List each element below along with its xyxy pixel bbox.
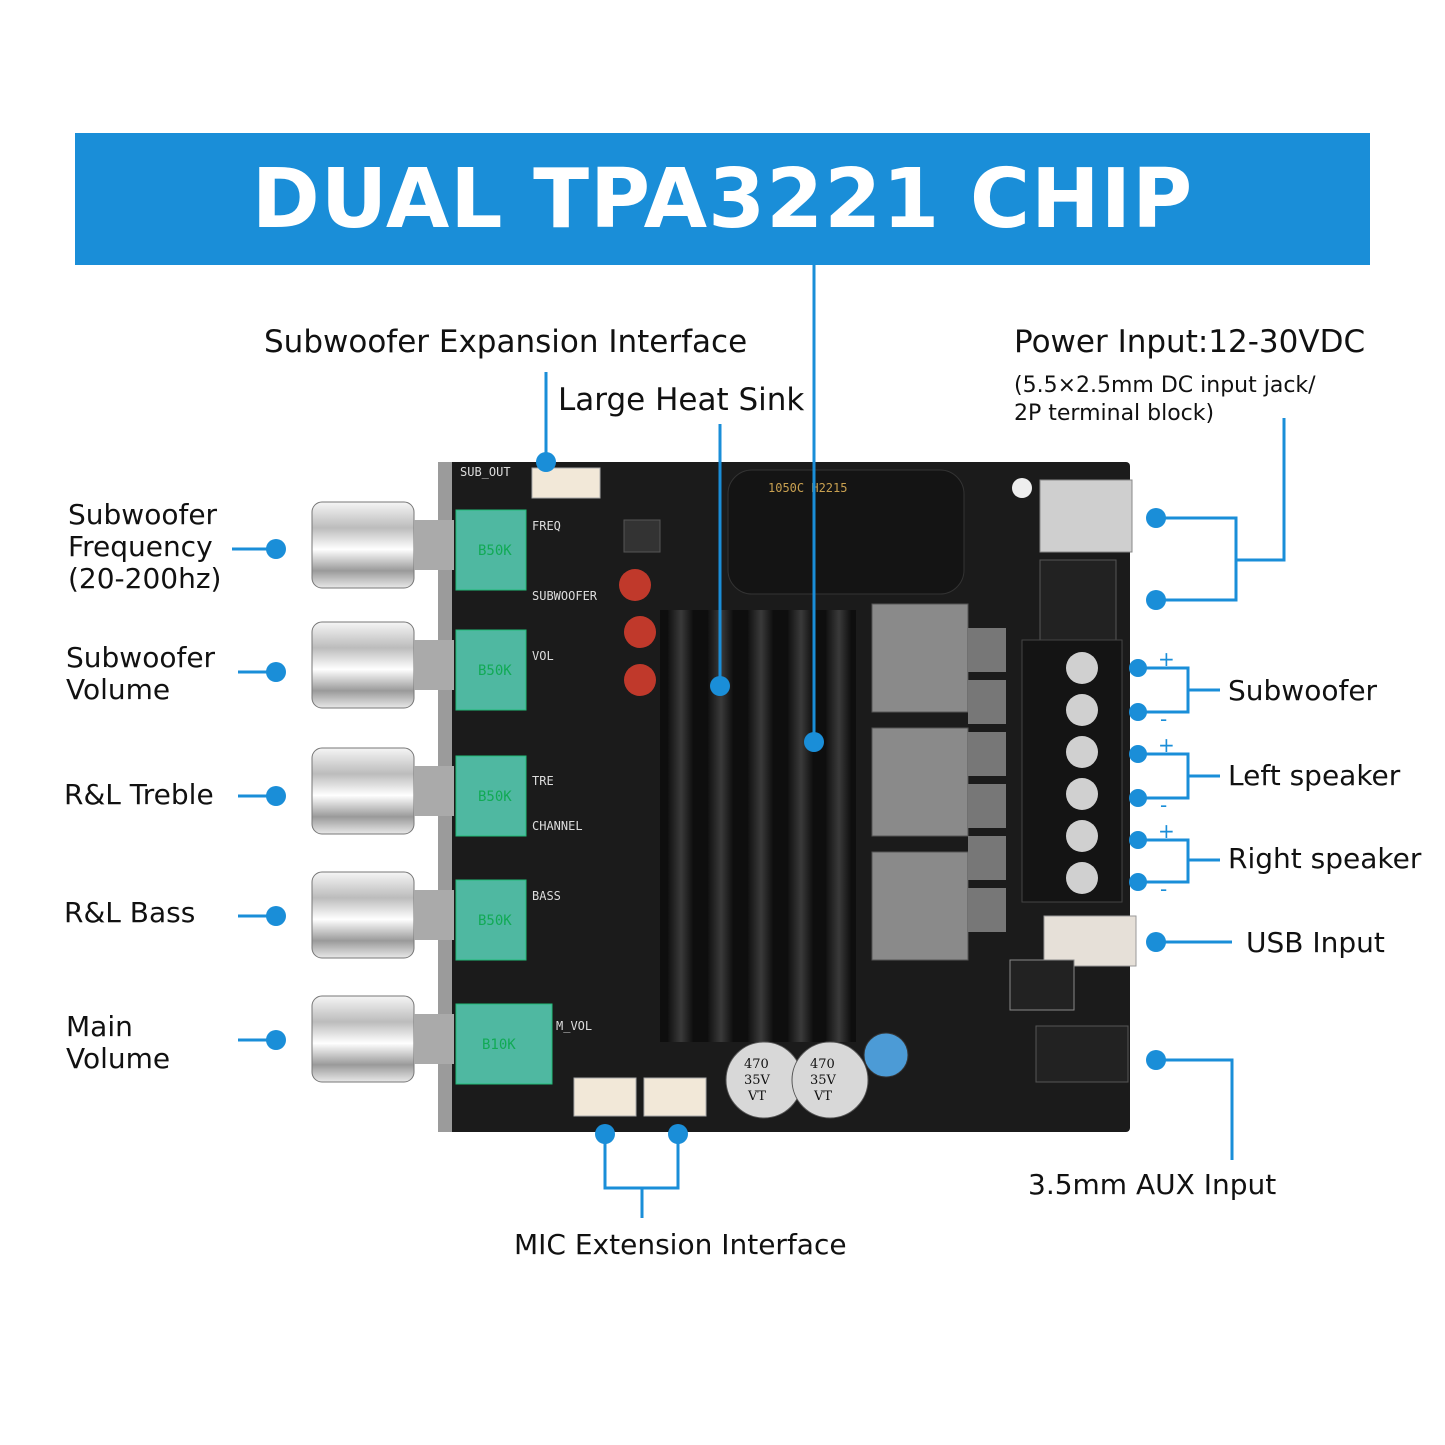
plus-3: + xyxy=(1158,819,1175,843)
banner-title: DUAL TPA3221 CHIP xyxy=(251,151,1194,247)
label-subwoofer-expansion: Subwoofer Expansion Interface xyxy=(264,324,748,360)
silk-channel: CHANNEL xyxy=(532,819,583,833)
plus-2: + xyxy=(1158,733,1175,757)
aux-jack xyxy=(1035,1025,1129,1083)
film-cap-2 xyxy=(968,680,1006,724)
speaker-terminal-block xyxy=(1021,639,1123,903)
film-cap-3 xyxy=(968,732,1006,776)
mic-connector-2 xyxy=(643,1077,707,1117)
minus-1: - xyxy=(1160,707,1167,731)
terminal-screw-1 xyxy=(1066,652,1098,684)
small-cap-1 xyxy=(619,569,651,601)
label-left-speaker: Left speaker xyxy=(1228,759,1401,792)
mic-connector-1 xyxy=(573,1077,637,1117)
leader-lines xyxy=(232,265,1286,1218)
silk-tre: TRE xyxy=(532,774,554,788)
silk-pot-4: B50K xyxy=(478,913,512,929)
silk-pot-2: B50K xyxy=(478,663,512,679)
plus-1: + xyxy=(1158,647,1175,671)
output-inductor-1 xyxy=(871,603,969,713)
knob-sub-volume xyxy=(311,621,527,711)
film-cap-5 xyxy=(968,836,1006,880)
label-power-input: Power Input:12-30VDC xyxy=(1014,324,1366,360)
small-cap-3 xyxy=(624,664,656,696)
label-heat-sink: Large Heat Sink xyxy=(558,382,805,418)
leader-dots xyxy=(266,452,1166,1144)
heat-sink-fin-4 xyxy=(788,610,814,1042)
silk-subwoofer: SUBWOOFER xyxy=(532,589,598,603)
cap-470-2 xyxy=(791,1041,869,1119)
terminal-screw-6 xyxy=(1066,862,1098,894)
knob-main-volume xyxy=(311,995,553,1085)
big-capacitor xyxy=(727,469,965,595)
cap-470-2-t2: 35V xyxy=(810,1073,837,1088)
label-aux-input: 3.5mm AUX Input xyxy=(1028,1168,1277,1201)
cap-470-2-t1: 470 xyxy=(810,1057,835,1072)
label-sub-freq-1: Subwoofer xyxy=(68,498,218,531)
silk-pot-5: B10K xyxy=(482,1037,516,1053)
knob-bass xyxy=(311,871,527,961)
label-right-speaker: Right speaker xyxy=(1228,842,1422,875)
big-cap-text: 1050C H2215 xyxy=(768,481,847,495)
heat-sink-fin-1 xyxy=(668,610,694,1042)
bt-module xyxy=(1009,959,1075,1011)
terminal-screw-3 xyxy=(1066,736,1098,768)
silk-vol: VOL xyxy=(532,649,554,663)
label-power-input-detail-1: (5.5×2.5mm DC input jack/ xyxy=(1014,373,1316,398)
output-inductor-2 xyxy=(871,727,969,837)
label-sub-vol-1: Subwoofer xyxy=(66,641,216,674)
polarity-marks: + - + - + - xyxy=(1158,647,1175,901)
usb-port xyxy=(1043,915,1137,967)
silk-freq: FREQ xyxy=(532,519,561,533)
knob-treble xyxy=(311,747,527,837)
terminal-screw-5 xyxy=(1066,820,1098,852)
blue-cap xyxy=(863,1032,909,1078)
film-cap-1 xyxy=(968,628,1006,672)
minus-3: - xyxy=(1160,877,1167,901)
cap-470-2-t3: VT xyxy=(813,1089,832,1104)
label-bass: R&L Bass xyxy=(64,896,196,929)
heat-sink-fin-5 xyxy=(826,610,852,1042)
silk-bass: BASS xyxy=(532,889,561,903)
label-treble: R&L Treble xyxy=(64,778,214,811)
label-power-input-detail-2: 2P terminal block) xyxy=(1014,401,1215,426)
label-subwoofer-out: Subwoofer xyxy=(1228,674,1378,707)
knob-sub-frequency xyxy=(311,501,527,591)
label-main-vol-2: Volume xyxy=(66,1042,171,1075)
small-cap-2 xyxy=(624,616,656,648)
label-usb-input: USB Input xyxy=(1246,926,1385,959)
cap-470-1-t1: 470 xyxy=(744,1057,769,1072)
film-cap-6 xyxy=(968,888,1006,932)
label-sub-freq-2: Frequency xyxy=(68,530,213,563)
heat-sink-fin-3 xyxy=(748,610,774,1042)
sub-out-connector xyxy=(531,467,601,499)
title-banner: DUAL TPA3221 CHIP xyxy=(75,133,1370,265)
label-main-vol-1: Main xyxy=(66,1010,133,1043)
output-inductor-3 xyxy=(871,851,969,961)
silk-pot-1: B50K xyxy=(478,543,512,559)
label-sub-vol-2: Volume xyxy=(66,673,171,706)
film-cap-4 xyxy=(968,784,1006,828)
minus-2: - xyxy=(1160,793,1167,817)
cap-470-1-t2: 35V xyxy=(744,1073,771,1088)
silk-sub-out: SUB_OUT xyxy=(460,465,511,479)
silk-pot-3: B50K xyxy=(478,789,512,805)
mount-hole xyxy=(1012,478,1032,498)
label-sub-freq-3: (20-200hz) xyxy=(68,562,222,595)
silk-m-vol: M_VOL xyxy=(556,1019,592,1033)
terminal-screw-2 xyxy=(1066,694,1098,726)
inductor xyxy=(623,519,661,553)
terminal-screw-4 xyxy=(1066,778,1098,810)
cap-470-1-t3: VT xyxy=(747,1089,766,1104)
terminal-2p xyxy=(1039,559,1117,641)
label-mic-interface: MIC Extension Interface xyxy=(514,1228,847,1261)
dc-jack xyxy=(1039,479,1133,553)
